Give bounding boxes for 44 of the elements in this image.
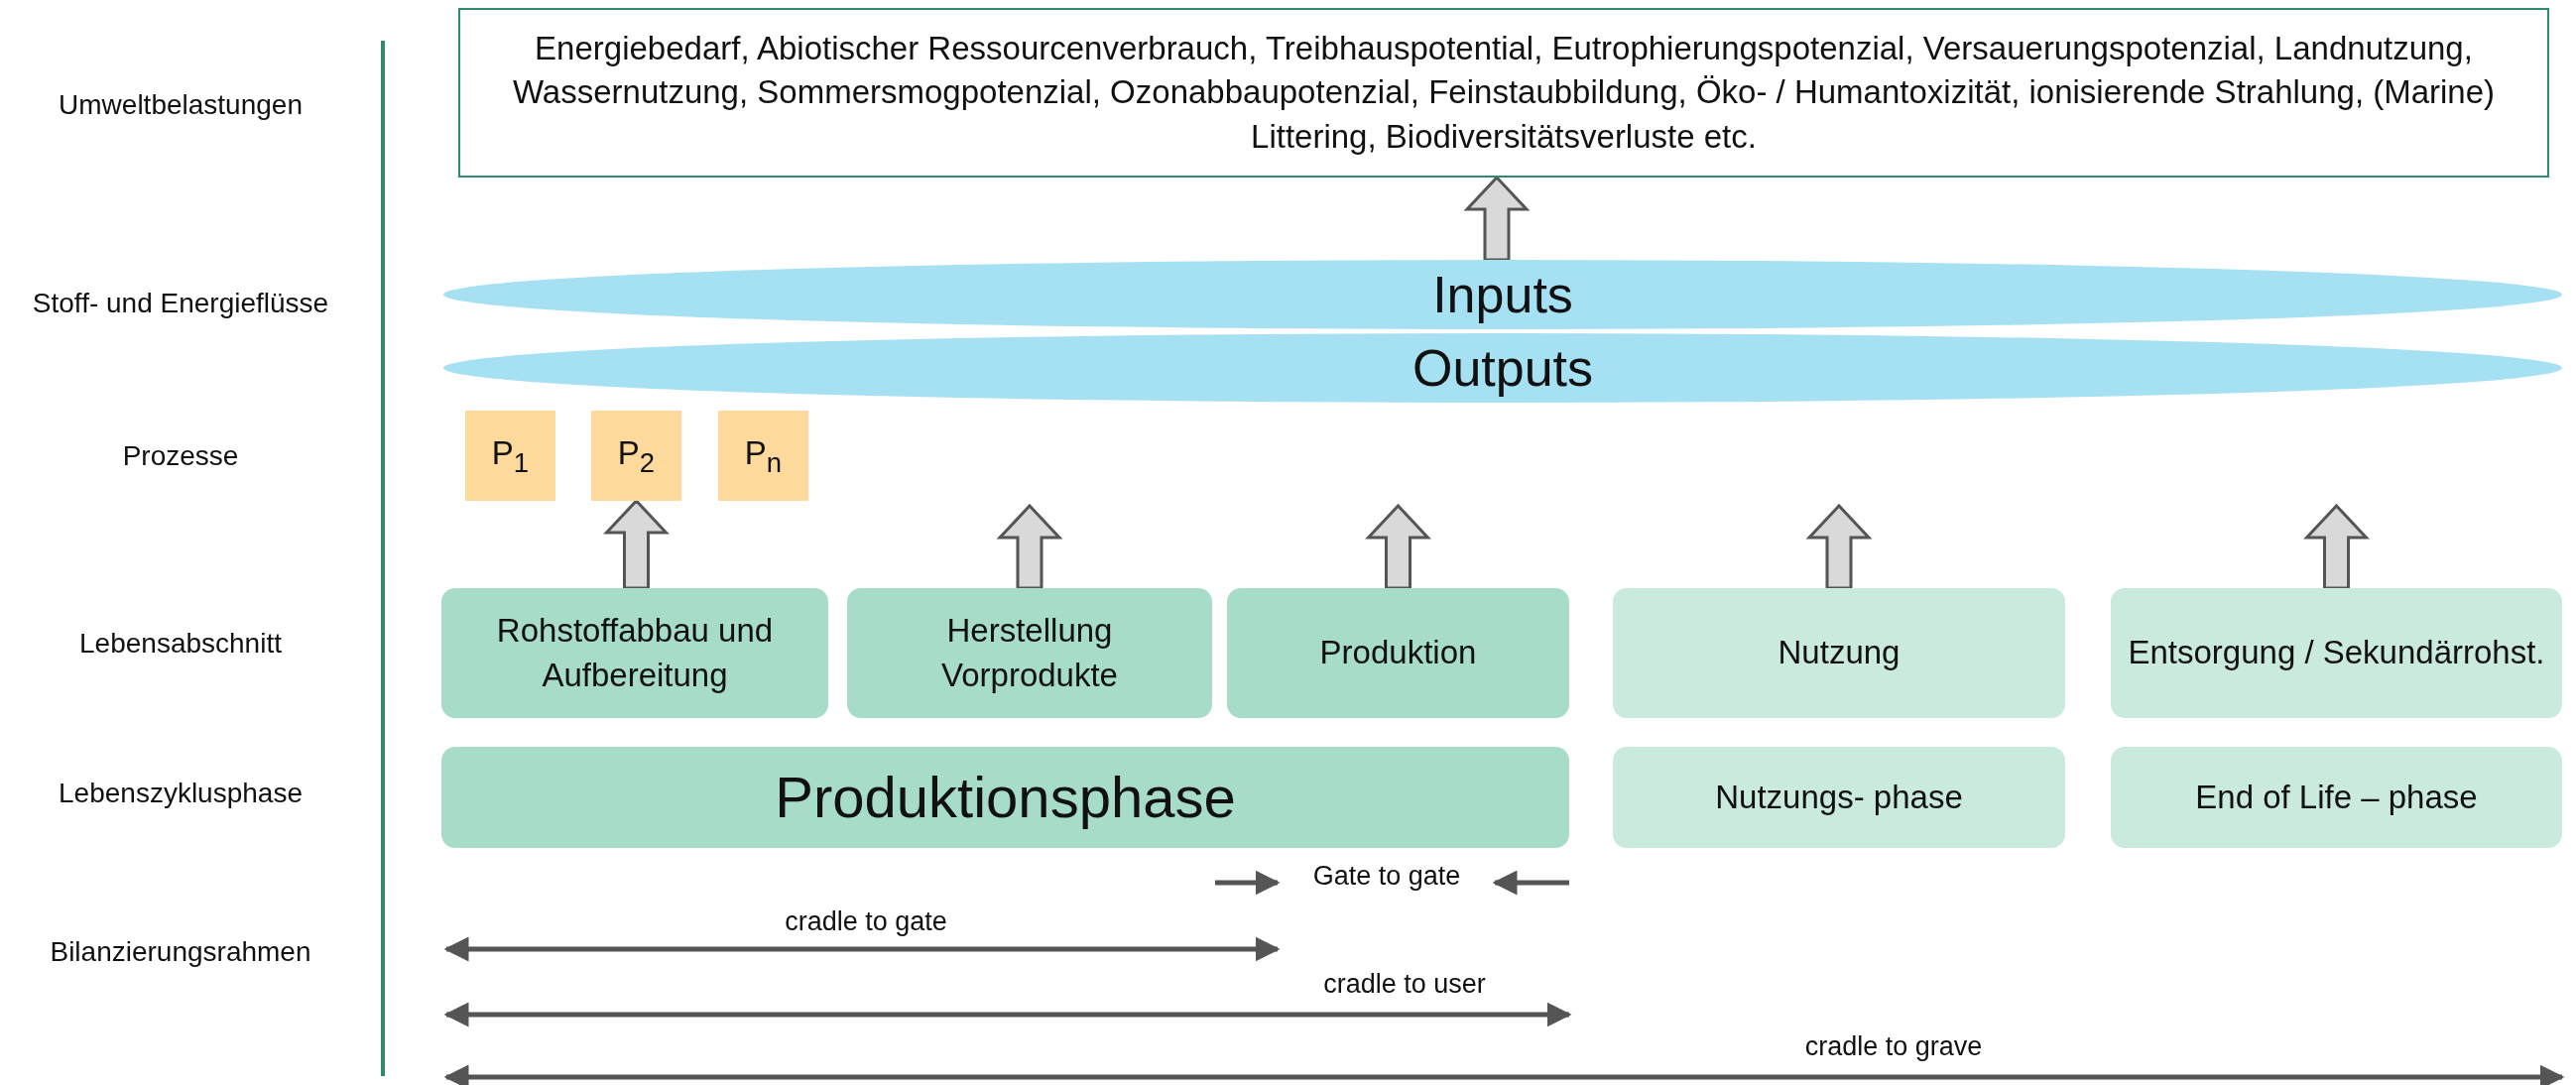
- node-text: Energiebedarf, Abiotischer Ressourcenverbrauch, Treibhauspotential, Eutrophierungspotenzial, Versauerungspotenzial, Landnutzung, Wassernutzung, Sommersmogpotenzial, Ozonabbaupotenzial, Feinstaubbildung, Öko- / Humantoxizität, ionisierende Strahlung, (Marine) Littering, Biodiversitätsverluste etc.: [511, 28, 2497, 157]
- stage-box: [1613, 588, 2065, 718]
- block-arrow: [1365, 503, 1431, 590]
- phase-box: [1613, 747, 2065, 848]
- node-text: Produktionsphase: [775, 763, 1236, 831]
- block-arrow: [1463, 175, 1531, 262]
- node-text: End of Life – phase: [2195, 777, 2478, 817]
- row-heading: Lebensabschnitt: [79, 628, 282, 660]
- process-box: [465, 411, 555, 501]
- node-text: P$_{n}$: [744, 432, 783, 480]
- range-label: cradle to gate: [785, 905, 947, 937]
- phase-box: [441, 747, 1569, 848]
- process-box: [718, 411, 808, 501]
- node-text: P$_{2}$: [617, 432, 656, 480]
- node-text: Produktion: [1319, 633, 1477, 673]
- node-text: Rohstoffabbau und Aufbereitung: [495, 610, 775, 695]
- range-label: Gate to gate: [1312, 860, 1461, 892]
- node-text: Inputs: [1432, 264, 1573, 325]
- row-heading: Bilanzierungsrahmen: [50, 936, 311, 968]
- stage-box: [1227, 588, 1569, 718]
- phase-box: [2111, 747, 2562, 848]
- node-text: Herstellung Vorprodukte: [940, 610, 1119, 695]
- node-text: Nutzungs- phase: [1715, 777, 1963, 817]
- row-heading: Lebenszyklusphase: [59, 778, 303, 809]
- row-heading: Prozesse: [122, 440, 239, 472]
- stage-box: [847, 588, 1212, 718]
- block-arrow: [603, 498, 670, 590]
- flow-ellipse: [443, 333, 2562, 403]
- process-box: [591, 411, 681, 501]
- row-heading: Umweltbelastungen: [59, 89, 303, 121]
- stage-box: [2111, 588, 2562, 718]
- range-label: cradle to grave: [1804, 1030, 1983, 1062]
- flow-ellipse: [443, 260, 2562, 329]
- node-text: Outputs: [1411, 337, 1594, 399]
- block-arrow: [2303, 503, 2370, 590]
- node-text: Entsorgung / Sekundärrohst.: [2128, 633, 2545, 673]
- stage-box: [441, 588, 828, 718]
- node-text: Nutzung: [1778, 633, 1901, 673]
- block-arrow: [1805, 503, 1873, 590]
- impact-categories-box: [458, 8, 2549, 178]
- node-text: P$_{1}$: [491, 432, 530, 480]
- block-arrow: [996, 503, 1063, 590]
- row-heading: Stoff- und Energieflüsse: [32, 287, 329, 321]
- range-label: cradle to user: [1323, 968, 1486, 1000]
